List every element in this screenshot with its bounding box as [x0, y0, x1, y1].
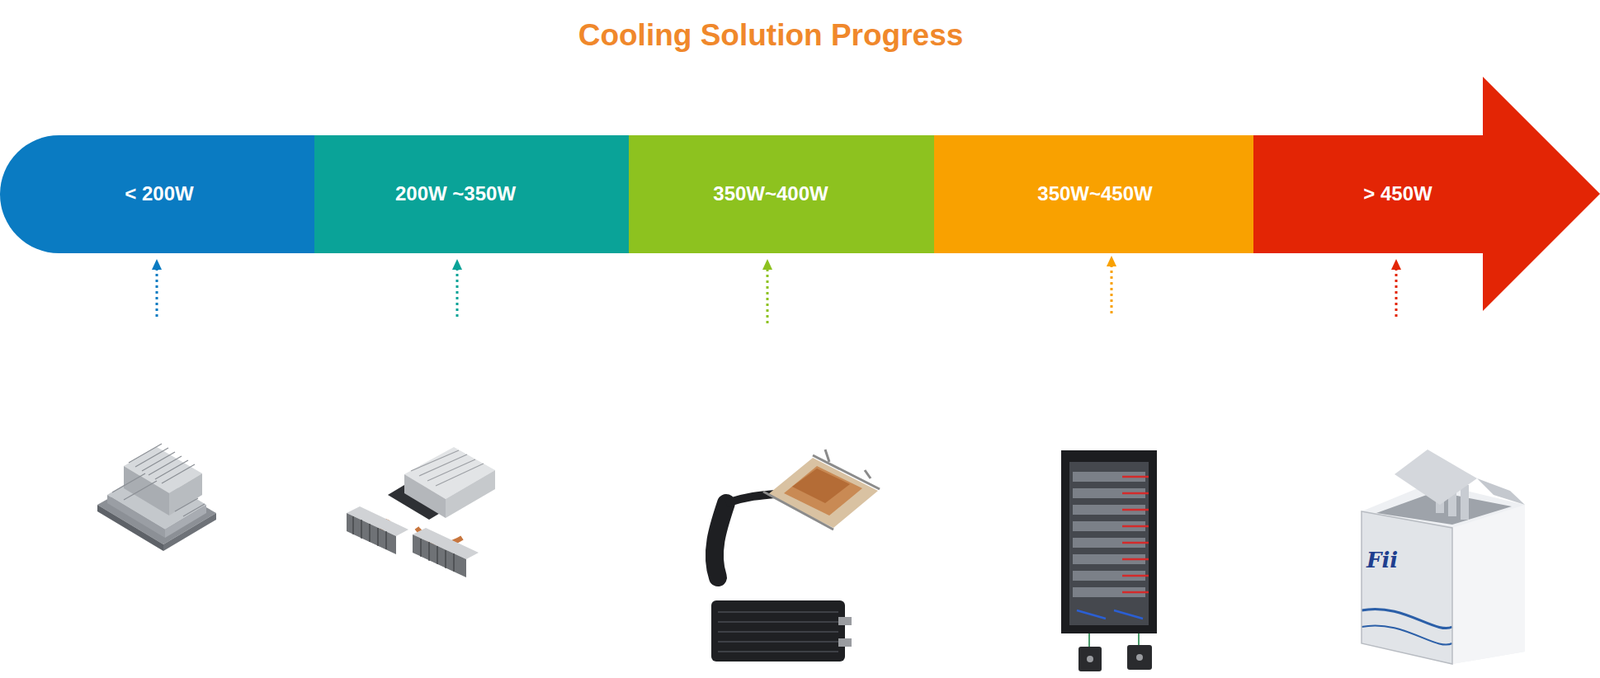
band-label: 200W ~350W — [395, 183, 516, 205]
arrow-polygon — [1253, 76, 1600, 312]
power-band: 350W~450W — [934, 135, 1254, 254]
arrow-head — [151, 255, 1402, 270]
cold-plate — [711, 449, 880, 662]
power-band: < 200W — [0, 135, 315, 254]
band-label: > 450W — [1363, 183, 1432, 205]
immersion-tank — [1361, 449, 1525, 665]
diagram-title: Cooling Solution Progress — [578, 18, 964, 53]
band-label: 350W~400W — [712, 183, 828, 205]
band-label: < 200W — [124, 183, 194, 205]
power-band: 200W ~350W — [314, 135, 629, 254]
logo-text: Fii — [1366, 547, 1398, 573]
server-rack — [1061, 450, 1157, 672]
power-arrow-head: > 450W — [1253, 76, 1600, 312]
power-band: 350W~400W — [628, 135, 935, 254]
band-label: 350W~450W — [1037, 183, 1152, 205]
heat-sink — [97, 443, 217, 552]
dotted-arrow — [156, 265, 1397, 324]
heat-pipe-sink — [346, 447, 496, 578]
